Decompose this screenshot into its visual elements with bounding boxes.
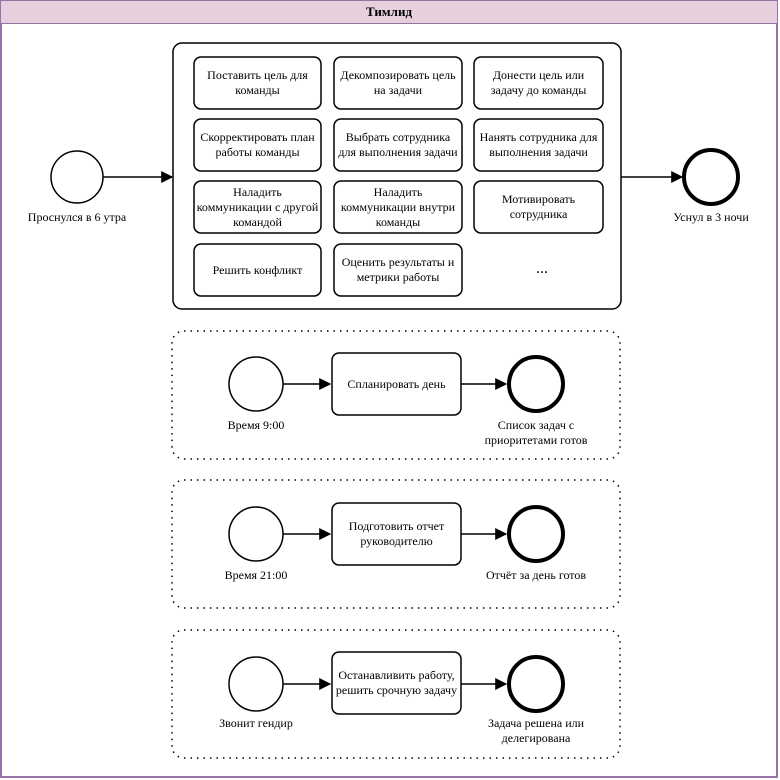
end-event-label: Уснул в 3 ночи <box>673 210 749 224</box>
task-label: Выбрать сотрудника для выполнения задачи <box>338 130 458 159</box>
task-box[interactable] <box>193 243 322 297</box>
end-event[interactable] <box>507 355 565 413</box>
task-label: Оценить результаты и метрики работы <box>341 255 455 284</box>
end-event[interactable] <box>682 148 740 206</box>
event-subprocess[interactable] <box>171 330 621 460</box>
task-box[interactable] <box>473 56 604 110</box>
task-label: Скорректировать план работы команды <box>200 130 315 159</box>
end-event-label: Отчёт за день готов <box>485 568 587 582</box>
end-event[interactable] <box>507 655 565 713</box>
task-label: Донести цель или задачу до команды <box>490 68 587 97</box>
task-box[interactable] <box>193 180 322 234</box>
lane-title: Тимлид <box>1 1 777 24</box>
task-label: Наладить коммуникации с другой командой <box>196 184 319 229</box>
event-subprocess[interactable] <box>171 629 621 759</box>
task-label: Подготовить отчет руководителю <box>348 519 445 548</box>
task-box[interactable] <box>333 118 463 172</box>
task-label: Останавливить работу, решить срочную зад… <box>335 668 458 697</box>
task-label: Поставить цель для команды <box>207 68 308 97</box>
task-label: Нанять сотрудника для выполнения задачи <box>479 130 598 159</box>
start-event-label: Время 21:00 <box>224 568 288 582</box>
start-event[interactable] <box>228 356 284 412</box>
task-label: Решить конфликт <box>212 262 303 277</box>
task-box[interactable] <box>333 180 463 234</box>
task-box[interactable] <box>193 118 322 172</box>
task-box[interactable] <box>333 56 463 110</box>
end-event[interactable] <box>507 505 565 563</box>
more-tasks-ellipsis: ... <box>536 260 548 277</box>
start-event[interactable] <box>50 150 104 204</box>
task-label: Мотивировать сотрудника <box>501 192 576 221</box>
start-event[interactable] <box>228 506 284 562</box>
task-label: Декомпозировать цель на задачи <box>340 68 456 97</box>
task-box[interactable] <box>333 243 463 297</box>
task-label: Спланировать день <box>347 376 446 391</box>
end-event-label: Задача решена или делегирована <box>487 716 585 745</box>
task-box[interactable] <box>331 651 462 715</box>
task-label: Наладить коммуникации внутри команды <box>340 184 456 229</box>
start-event-label: Проснулся в 6 утра <box>27 210 127 224</box>
start-event-label: Время 9:00 <box>227 418 285 432</box>
task-box[interactable] <box>193 56 322 110</box>
end-event-label: Список задач с приоритетами готов <box>484 418 588 447</box>
task-box[interactable] <box>473 118 604 172</box>
start-event-label: Звонит гендир <box>219 716 293 730</box>
event-subprocess[interactable] <box>171 479 621 609</box>
task-box[interactable] <box>473 180 604 234</box>
start-event[interactable] <box>228 656 284 712</box>
